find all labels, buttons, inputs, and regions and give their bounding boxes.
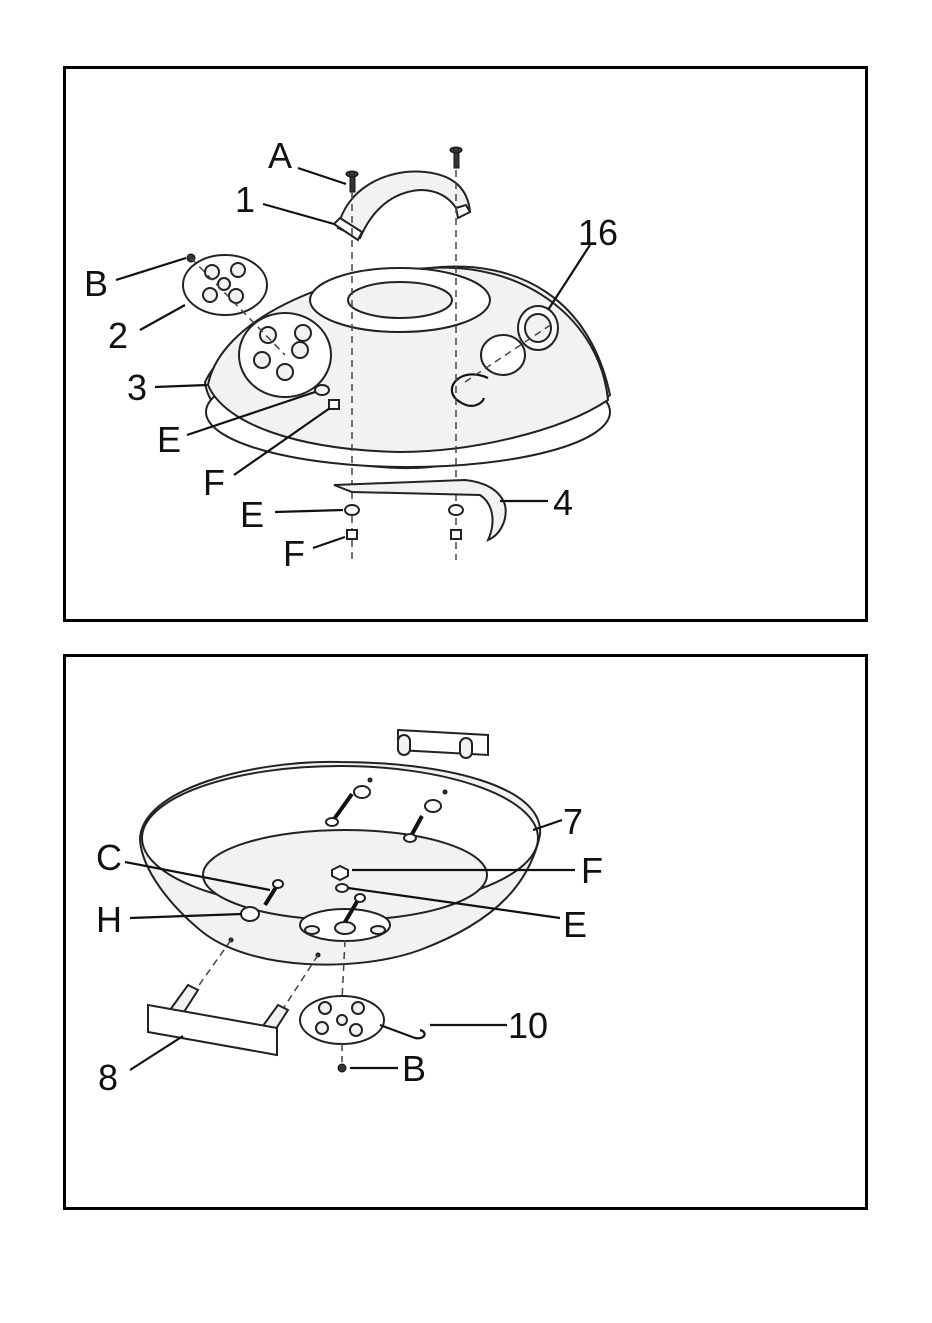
label-B-bottom: B	[402, 1048, 426, 1089]
washer-H	[241, 907, 259, 921]
label-part-7: 7	[563, 801, 583, 842]
washer-E-bowl	[336, 884, 348, 892]
nut-F-lid	[329, 400, 339, 409]
screw-A-left	[346, 171, 358, 192]
label-part-4: 4	[553, 482, 573, 523]
bowl-assembly	[140, 730, 540, 1072]
label-part-1: 1	[235, 179, 255, 220]
label-F: F	[581, 850, 603, 891]
label-F-lower: F	[283, 533, 305, 574]
handle-base-opening	[348, 282, 452, 318]
bowl-handle-part-8	[148, 1005, 277, 1055]
washer-E-bottom-right	[449, 505, 463, 515]
label-E-lower: E	[240, 494, 264, 535]
label-part-3: 3	[127, 367, 147, 408]
label-B: B	[84, 263, 108, 304]
washer-E-lid	[315, 385, 329, 395]
label-H: H	[96, 899, 122, 940]
label-part-10: 10	[508, 1005, 548, 1046]
vent-handle	[380, 1025, 425, 1038]
label-E: E	[563, 904, 587, 945]
label-part-8: 8	[98, 1057, 118, 1098]
bowl-handle-upper	[398, 730, 488, 755]
nut-F-bottom-right	[451, 530, 461, 539]
screw-A-right	[450, 147, 462, 168]
label-A: A	[268, 135, 292, 176]
washer-E-bottom-left	[345, 505, 359, 515]
label-part-16: 16	[578, 212, 618, 253]
label-F-upper: F	[203, 462, 225, 503]
thermometer-gasket	[481, 335, 525, 375]
screw-B-bottom	[338, 1064, 346, 1072]
nut-F-bowl	[332, 866, 348, 880]
nut-F-bottom-left	[347, 530, 357, 539]
lid-handle-part-1	[338, 172, 470, 238]
label-part-2: 2	[108, 315, 128, 356]
label-C: C	[96, 837, 122, 878]
label-E-upper: E	[157, 419, 181, 460]
